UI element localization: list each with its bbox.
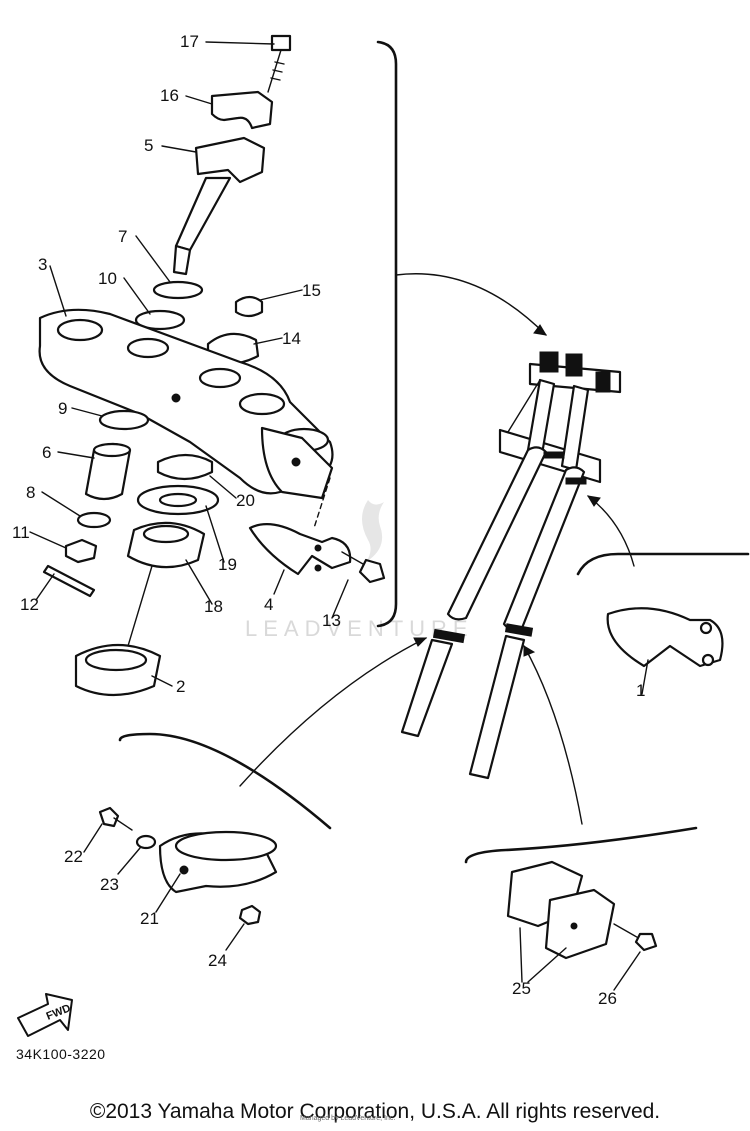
callout-12: 12 <box>20 595 39 614</box>
assembly-bracket-main <box>376 40 398 628</box>
leader-21-to-fork <box>239 637 427 787</box>
callout-14: 14 <box>282 329 301 348</box>
callout-6: 6 <box>42 443 51 462</box>
callout-7: 7 <box>118 227 127 246</box>
callout-15: 15 <box>302 281 321 300</box>
leader-18-to-2 <box>127 565 153 647</box>
leader-4-to-bracket <box>313 477 331 529</box>
copyright-notice: ©2013 Yamaha Motor Corporation, U.S.A. A… <box>89 1100 661 1123</box>
part-8-washer <box>76 511 112 529</box>
callout-13: 13 <box>322 611 341 630</box>
part-4-cable-guide <box>248 523 352 576</box>
part-7-washer <box>152 280 204 300</box>
part-12-pin <box>42 564 96 598</box>
arrowhead-fork-top <box>533 324 547 336</box>
part-9-dust-seal <box>98 409 150 431</box>
callout-26: 26 <box>598 989 617 1008</box>
forward-arrow-icon: FWD <box>17 993 73 1037</box>
callout-19: 19 <box>218 555 237 574</box>
leader-25-to-fork <box>523 645 583 825</box>
callout-18: 18 <box>204 597 223 616</box>
part-10-washer <box>134 309 186 331</box>
part-6-collar <box>84 442 132 501</box>
watermark: LEADVENTURE <box>245 500 474 641</box>
callout-1: 1 <box>636 681 645 700</box>
part-25-fork-guards <box>506 860 616 960</box>
part-18-bearing <box>126 521 206 569</box>
bracket-part-1 <box>576 552 750 576</box>
callout-10: 10 <box>98 269 117 288</box>
callout-11: 11 <box>12 523 30 542</box>
credit-note: Managed by LeadVenture, Inc. <box>300 1115 396 1122</box>
part-21-fork-clamp <box>158 830 278 894</box>
part-26-bolt <box>613 923 658 952</box>
leader-to-fork-top <box>395 273 547 336</box>
part-23-washer <box>135 834 157 850</box>
callout-23: 23 <box>100 875 119 894</box>
part-20-ring-nut <box>156 453 214 481</box>
callout-4: 4 <box>264 595 273 614</box>
part-24-nut <box>238 904 262 926</box>
part-15-cap-nut <box>234 295 264 318</box>
callout-8: 8 <box>26 483 35 502</box>
callout-2: 2 <box>176 677 185 696</box>
part-3-upper-bracket <box>38 308 334 500</box>
part-22-bolt <box>98 806 133 831</box>
callout-5: 5 <box>144 136 153 155</box>
part-5-handlebar-holder <box>172 136 266 276</box>
front-fork-assembly <box>400 351 622 780</box>
part-13-bolt <box>341 551 386 584</box>
bracket-parts-25-26 <box>464 826 698 864</box>
callout-leaders <box>29 41 649 991</box>
callout-22: 22 <box>64 847 83 866</box>
part-2-bearing-race <box>74 643 162 697</box>
callout-3: 3 <box>38 255 47 274</box>
flame-logo-icon <box>362 500 384 562</box>
part-17-bolt <box>267 34 292 93</box>
callout-9: 9 <box>58 399 67 418</box>
arrowhead-21 <box>413 637 428 647</box>
callout-24: 24 <box>208 951 227 970</box>
part-1-cable-guide <box>606 607 724 668</box>
diagram-reference-code: 34K100-3220 <box>16 1046 106 1062</box>
callout-16: 16 <box>160 86 179 105</box>
callout-20: 20 <box>236 491 255 510</box>
part-11-nut <box>64 538 98 564</box>
callout-17: 17 <box>180 32 199 51</box>
arrowhead-25 <box>523 645 536 657</box>
part-16-handlebar-cap <box>210 90 274 130</box>
callout-labels: 17 16 5 7 3 10 15 14 9 6 8 20 11 19 12 1… <box>12 32 645 1008</box>
bracket-parts-21-24 <box>118 732 332 830</box>
callout-21: 21 <box>140 909 159 928</box>
watermark-text: LEADVENTURE <box>245 616 474 641</box>
callout-25: 25 <box>512 979 531 998</box>
arrowhead-1 <box>587 495 601 507</box>
